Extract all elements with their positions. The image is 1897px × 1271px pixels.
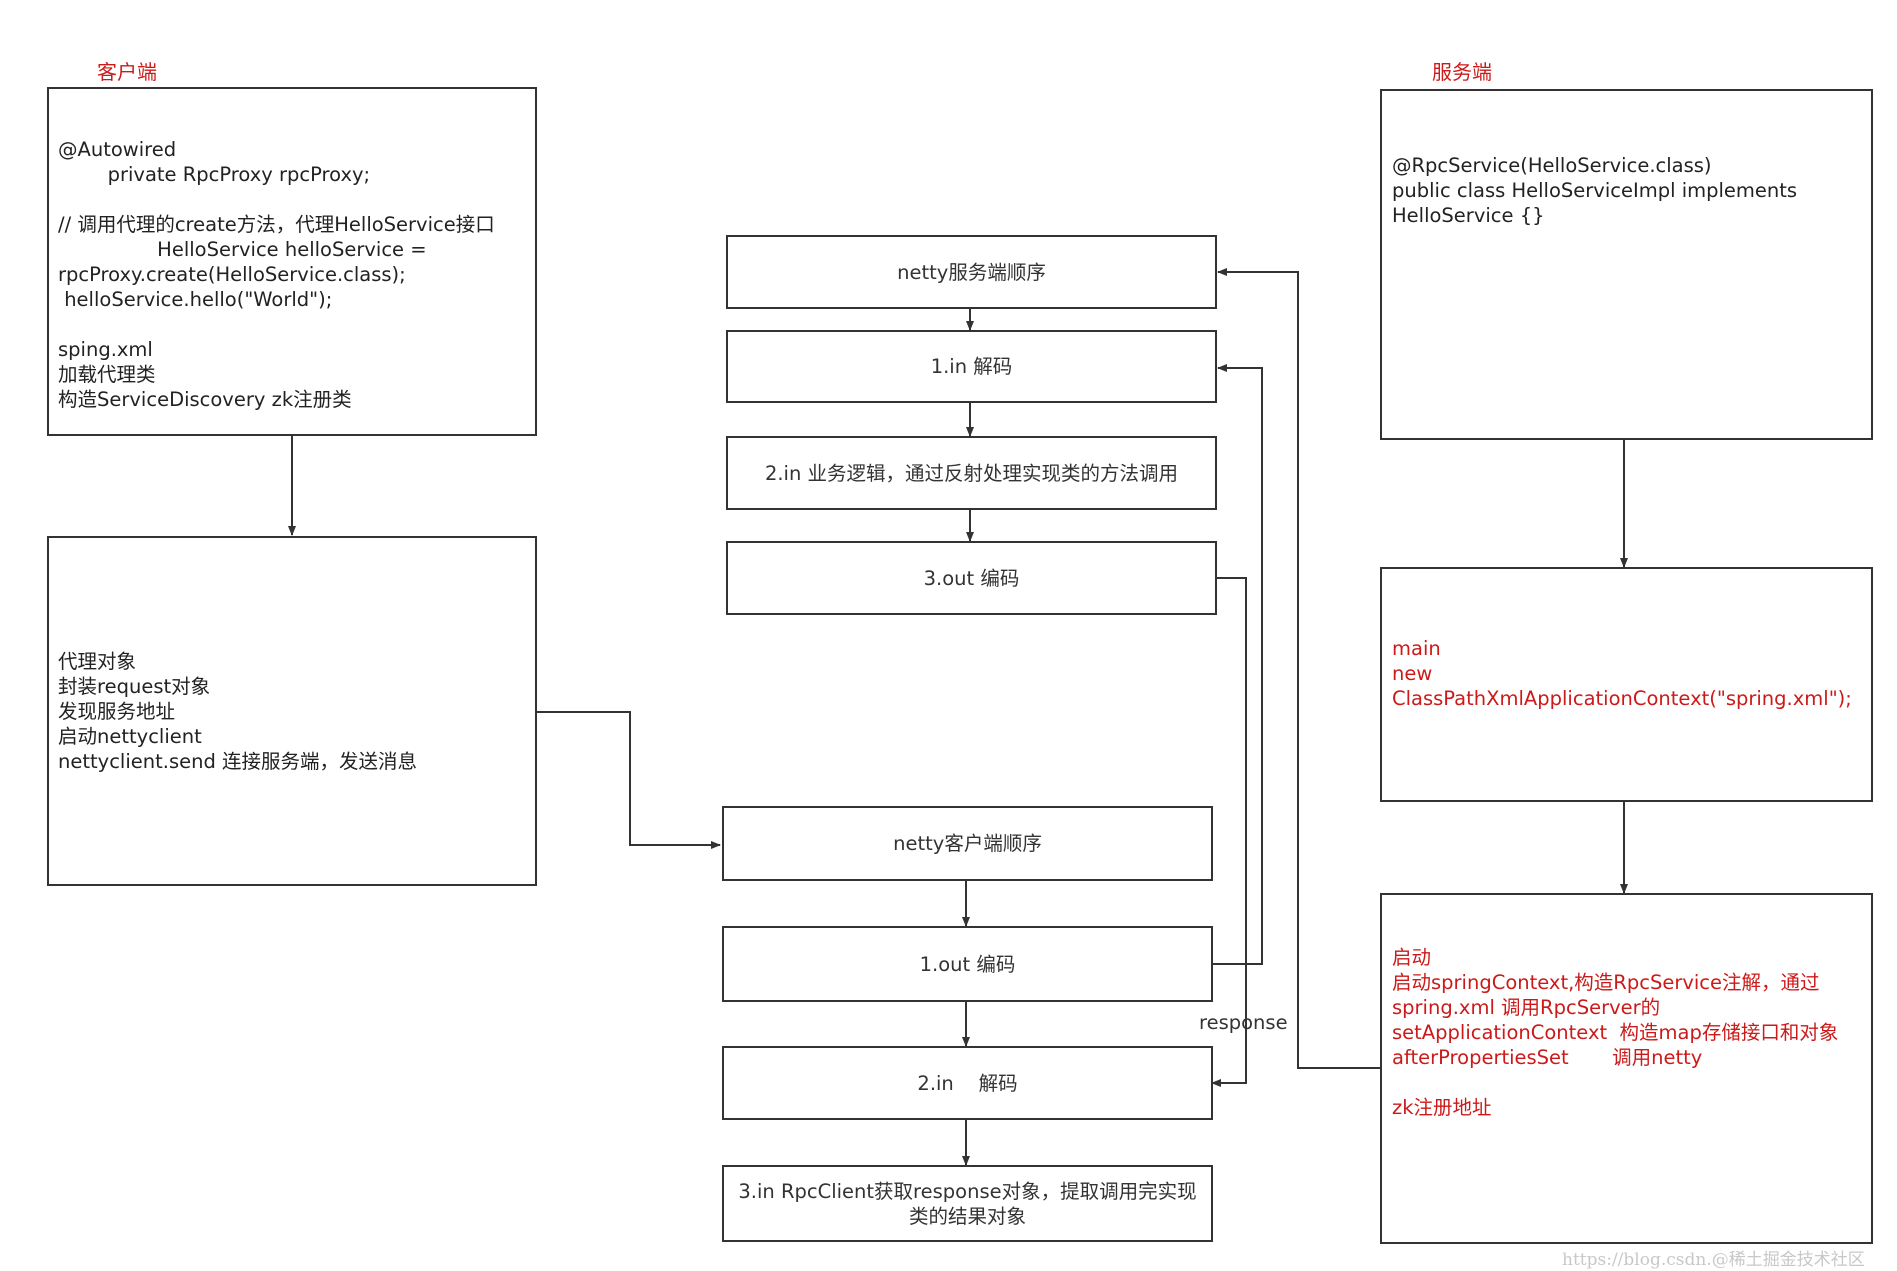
server-annotation-text: @RpcService(HelloService.class)public cl… bbox=[1392, 153, 1797, 228]
server-startup-line: 启动 bbox=[1392, 946, 1432, 969]
server-startup-line: afterPropertiesSet 调用netty bbox=[1392, 1046, 1703, 1069]
client-config-line: 加载代理类 bbox=[58, 363, 156, 386]
client-config-line: @Autowired bbox=[58, 138, 177, 161]
netty-server-step-2: 2.in 业务逻辑，通过反射处理实现类的方法调用 bbox=[726, 436, 1217, 510]
client-config-line bbox=[58, 187, 495, 212]
netty-client-step-2: 2.in 解码 bbox=[722, 1046, 1213, 1120]
response-label: response bbox=[1199, 1011, 1288, 1034]
server-main-line: ClassPathXmlApplicationContext("spring.x… bbox=[1392, 687, 1852, 710]
arrow-request bbox=[1212, 364, 1263, 965]
arrow-response bbox=[1211, 577, 1247, 1087]
netty-client-step-3: 3.in RpcClient获取response对象，提取调用完实现 类的结果对… bbox=[722, 1165, 1213, 1242]
netty-client-step-1: 1.out 编码 bbox=[722, 926, 1213, 1002]
client-config-text: @Autowired private RpcProxy rpcProxy; //… bbox=[58, 137, 495, 412]
client-proxy-line: 启动nettyclient bbox=[58, 725, 202, 748]
server-startup-line: spring.xml 调用RpcServer的 bbox=[1392, 996, 1661, 1019]
server-annotation-line: @RpcService(HelloService.class) bbox=[1392, 154, 1712, 177]
client-proxy-line: 封装request对象 bbox=[58, 675, 211, 698]
server-main-line: main bbox=[1392, 637, 1441, 660]
client-config-line bbox=[58, 312, 495, 337]
client-config-line: rpcProxy.create(HelloService.class); bbox=[58, 263, 406, 286]
client-proxy-line: nettyclient.send 连接服务端，发送消息 bbox=[58, 750, 418, 773]
server-annotation-line: public class HelloServiceImpl implements bbox=[1392, 179, 1798, 202]
server-startup-line bbox=[1392, 1070, 1838, 1095]
server-main-line: new bbox=[1392, 662, 1433, 685]
server-label: 服务端 bbox=[1432, 60, 1492, 84]
client-config-line: helloService.hello("World"); bbox=[58, 288, 333, 311]
client-label: 客户端 bbox=[97, 60, 157, 84]
client-config-line: HelloService helloService = bbox=[58, 238, 427, 261]
server-startup-line: 启动springContext,构造RpcService注解，通过 bbox=[1392, 971, 1820, 994]
client-config-line: // 调用代理的create方法，代理HelloService接口 bbox=[58, 213, 495, 236]
server-annotation-box: @RpcService(HelloService.class)public cl… bbox=[1380, 89, 1873, 440]
netty-server-step-3: 3.out 编码 bbox=[726, 541, 1217, 615]
client-proxy-line: 代理对象 bbox=[58, 650, 137, 673]
netty-client-title: netty客户端顺序 bbox=[722, 806, 1213, 881]
arrow-client-to-netty bbox=[536, 711, 721, 849]
client-config-box: @Autowired private RpcProxy rpcProxy; //… bbox=[47, 87, 537, 436]
client-config-line: private RpcProxy rpcProxy; bbox=[58, 163, 371, 186]
watermark: https://blog.csdn.@稀土掘金技术社区 bbox=[1562, 1250, 1865, 1270]
netty-server-title: netty服务端顺序 bbox=[726, 235, 1217, 309]
client-config-line: 构造ServiceDiscovery zk注册类 bbox=[58, 388, 352, 411]
server-startup-line: zk注册地址 bbox=[1392, 1096, 1492, 1119]
client-config-line: sping.xml bbox=[58, 338, 153, 361]
netty-server-step-1: 1.in 解码 bbox=[726, 330, 1217, 403]
arrow-server-to-netty bbox=[1217, 268, 1380, 1069]
server-startup-line: setApplicationContext 构造map存储接口和对象 bbox=[1392, 1021, 1839, 1044]
server-annotation-line: HelloService {} bbox=[1392, 204, 1545, 227]
client-proxy-line: 发现服务地址 bbox=[58, 700, 176, 723]
